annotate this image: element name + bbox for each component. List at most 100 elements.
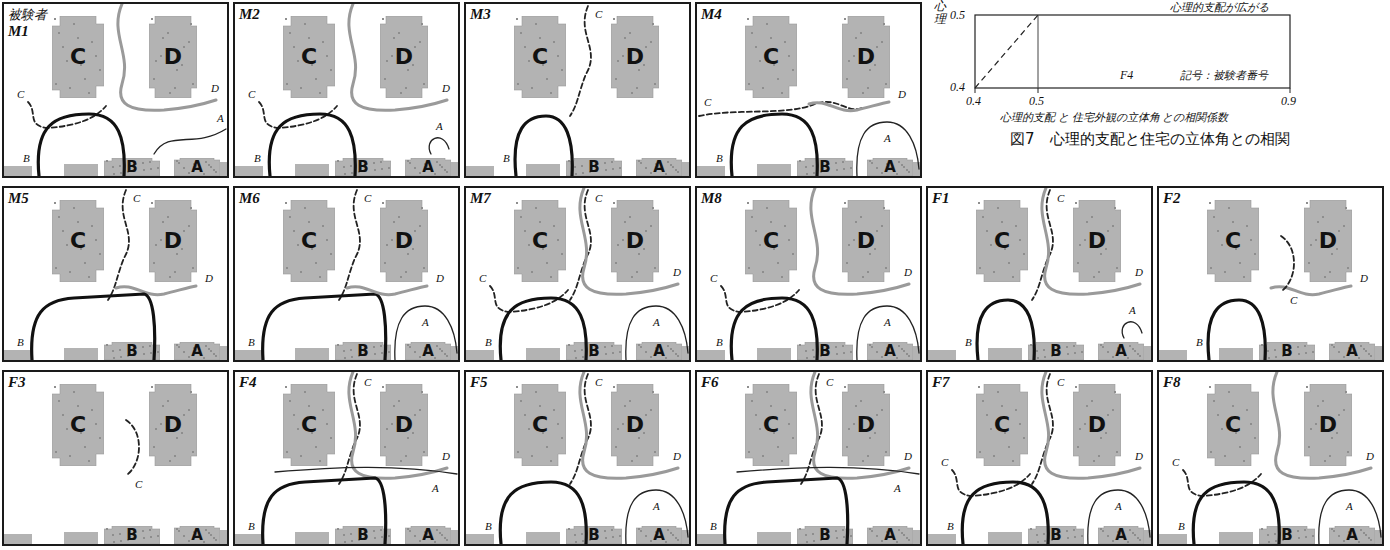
building-fill (380, 384, 428, 466)
building-texture (1343, 540, 1345, 542)
building-texture (55, 451, 57, 453)
building-texture (844, 18, 846, 20)
building-fill (174, 342, 220, 360)
building-texture (322, 41, 324, 43)
building-texture (1098, 271, 1100, 273)
building-texture (77, 221, 79, 223)
building-letter: D (1088, 230, 1106, 252)
building-texture (581, 349, 583, 351)
panel-label-group: F2 (1163, 190, 1181, 207)
building-texture (605, 537, 607, 539)
curve-letter: B (946, 520, 955, 532)
territory-curve (275, 467, 457, 474)
building-texture (677, 171, 679, 173)
curve-letter: A (431, 482, 440, 494)
building-texture (617, 60, 619, 62)
building-texture (174, 455, 176, 457)
building-texture (1298, 353, 1300, 355)
building-texture (799, 344, 801, 346)
curve-letter: C (1056, 192, 1065, 204)
building-fill (745, 384, 797, 466)
building-texture (58, 32, 60, 34)
building-texture (1343, 225, 1345, 227)
territory-curve (811, 372, 909, 478)
unlabeled-building (466, 166, 494, 176)
building-fill (174, 158, 220, 176)
curve-letter: B (715, 152, 724, 164)
unlabeled-building (1219, 348, 1253, 360)
building: A (405, 342, 451, 360)
building-texture (869, 160, 871, 162)
building-texture (1037, 541, 1039, 543)
building-texture (421, 207, 423, 209)
building-letter: C (1225, 230, 1241, 252)
subject-number: M5 (8, 190, 29, 207)
subject-panel: F3CDBAC (2, 370, 229, 546)
panel-label-group: M2 (239, 6, 260, 23)
building-letter: B (126, 160, 137, 175)
building: B (1028, 526, 1084, 544)
building-fill (1207, 384, 1259, 466)
building-texture (885, 451, 887, 453)
unlabeled-building (295, 532, 329, 544)
building-texture (1331, 528, 1333, 530)
building-texture (1023, 253, 1025, 255)
building-texture (381, 536, 383, 538)
building-texture (176, 253, 178, 255)
building-texture (550, 92, 552, 94)
building-texture (1015, 225, 1017, 227)
building-texture (343, 166, 345, 168)
building-texture (517, 83, 519, 85)
building-texture (91, 409, 93, 411)
building-texture (293, 414, 295, 416)
building: B (566, 526, 622, 544)
building-texture (860, 216, 862, 218)
building-texture (58, 216, 60, 218)
building-fill (797, 526, 853, 544)
building-texture (1081, 351, 1083, 353)
building-texture (343, 534, 345, 536)
unlabeled-building (757, 348, 791, 360)
territory-curve (347, 286, 427, 295)
unlabeled-building (1219, 532, 1253, 544)
building-texture (1075, 386, 1077, 388)
building-texture (622, 55, 624, 57)
building-texture (582, 172, 584, 174)
building-fill (566, 342, 622, 360)
building-texture (539, 37, 541, 39)
building-texture (308, 221, 310, 223)
curve-letter: C (703, 96, 712, 108)
building-texture (582, 356, 584, 358)
panel-label-group: F4 (239, 374, 257, 391)
building-fill (1329, 526, 1375, 544)
building-texture (516, 202, 518, 204)
building-texture (407, 344, 409, 346)
building-texture (1306, 202, 1308, 204)
building-texture (619, 535, 621, 537)
building-texture (285, 202, 287, 204)
building-texture (546, 78, 548, 80)
building: B (566, 158, 622, 176)
building-texture (862, 92, 864, 94)
site-blocks (235, 372, 458, 544)
building-texture (846, 446, 848, 448)
building: D (149, 200, 197, 282)
building-texture (393, 37, 395, 39)
building-texture (901, 532, 903, 534)
building: C (514, 384, 566, 466)
building-texture (373, 530, 375, 532)
building-texture (192, 451, 194, 453)
building-texture (1114, 391, 1116, 393)
territory-curve (515, 116, 572, 176)
building-texture (903, 350, 905, 352)
building-texture (869, 344, 871, 346)
subject-panel: F8CDBADCBA (1157, 370, 1384, 546)
building-texture (876, 351, 878, 353)
building-fill (514, 16, 566, 98)
building-texture (213, 353, 215, 355)
building: B (335, 158, 391, 176)
building-texture (524, 230, 526, 232)
building: D (1304, 200, 1352, 282)
building-texture (54, 18, 56, 20)
building-texture (1100, 528, 1102, 530)
